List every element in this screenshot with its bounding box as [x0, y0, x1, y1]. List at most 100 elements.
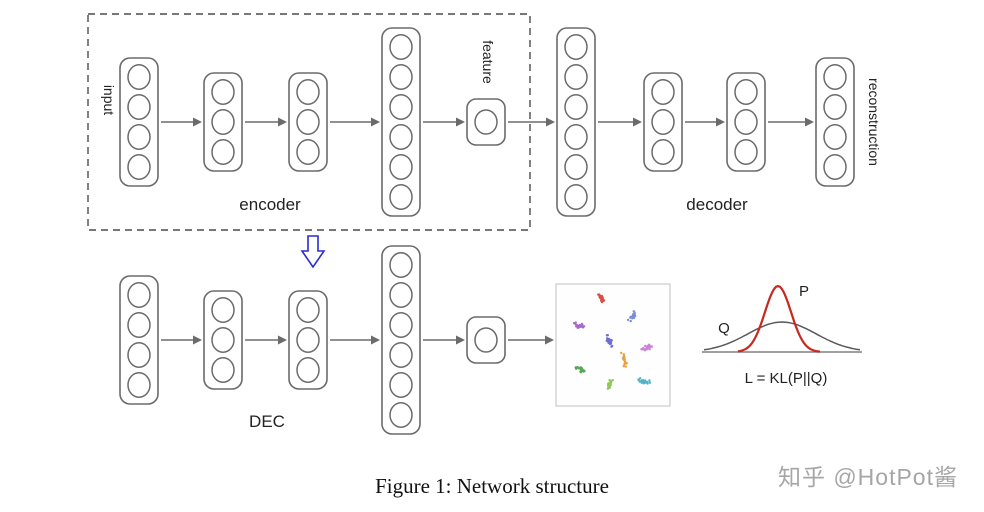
- neuron-node: [651, 79, 675, 105]
- feature-box: [466, 98, 506, 146]
- decoder-layer-3: [726, 72, 766, 172]
- scatter-cluster: [597, 293, 606, 304]
- neuron-node: [823, 154, 847, 180]
- layer-box: [119, 275, 159, 405]
- decoder-layer-1: [556, 27, 596, 217]
- scatter-cluster: [606, 379, 614, 390]
- neuron-node: [211, 109, 235, 135]
- figure-caption: Figure 1: Network structure: [375, 474, 609, 498]
- neuron-node: [211, 79, 235, 105]
- encoder-layer-1: [119, 57, 159, 187]
- flow-arrow: [245, 117, 287, 127]
- neuron-node: [211, 327, 235, 353]
- cluster-plot-box: [555, 283, 671, 407]
- scatter-cluster: [572, 321, 586, 329]
- layer-box: [288, 290, 328, 390]
- flow-arrow: [423, 117, 465, 127]
- network-diagram: input feature reconstruction encoder decoder…: [87, 13, 882, 435]
- neuron-node: [823, 124, 847, 150]
- dec-label: DEC: [249, 412, 285, 431]
- decoder-layer-2: [643, 72, 683, 172]
- neuron-node: [127, 154, 151, 180]
- layer-box: [119, 57, 159, 187]
- flow-arrow: [508, 117, 555, 127]
- reconstruction-label: reconstruction: [866, 78, 882, 166]
- dec-layer-3: [288, 290, 328, 390]
- neuron-node: [389, 64, 413, 90]
- neuron-node: [296, 357, 320, 383]
- neuron-node: [564, 94, 588, 120]
- flow-arrow: [330, 335, 380, 345]
- flow-arrow: [161, 117, 202, 127]
- layer-box: [556, 27, 596, 217]
- neuron-node: [296, 139, 320, 165]
- input-label: input: [101, 85, 117, 115]
- flow-arrow: [245, 335, 287, 345]
- neuron-node: [211, 297, 235, 323]
- dec-layer-2: [203, 290, 243, 390]
- flow-arrow: [161, 335, 202, 345]
- layer-box: [643, 72, 683, 172]
- neuron-node: [389, 312, 413, 338]
- decoder-layer-4: [815, 57, 855, 187]
- neuron-node: [389, 342, 413, 368]
- encoder-label: encoder: [239, 195, 301, 214]
- neuron-node: [296, 297, 320, 323]
- neuron-node: [389, 372, 413, 398]
- layer-box: [203, 72, 243, 172]
- layer-box: [815, 57, 855, 187]
- layer-box: [726, 72, 766, 172]
- neuron-node: [651, 109, 675, 135]
- decoder-label: decoder: [686, 195, 748, 214]
- flow-arrow: [423, 335, 465, 345]
- encoder-layer-4: [381, 27, 421, 217]
- neuron-node: [389, 184, 413, 210]
- neuron-node: [734, 79, 758, 105]
- neuron-node: [127, 124, 151, 150]
- scatter-cluster: [620, 351, 628, 368]
- p-curve-label: P: [799, 283, 809, 300]
- watermark: 知乎 @HotPot酱: [777, 464, 958, 490]
- feature-label: feature: [480, 40, 496, 84]
- layer-box: [203, 290, 243, 390]
- scatter-cluster: [626, 310, 637, 323]
- neuron-node: [211, 139, 235, 165]
- scatter-cluster: [574, 366, 586, 374]
- transfer-down-arrow: [300, 235, 326, 269]
- scatter-cluster: [637, 377, 652, 385]
- neuron-node: [389, 154, 413, 180]
- layer-box: [381, 245, 421, 435]
- flow-arrow: [598, 117, 642, 127]
- scatter-cluster: [640, 343, 654, 352]
- q-distribution-curve: [703, 321, 861, 351]
- neuron-node: [127, 342, 151, 368]
- neuron-node: [389, 124, 413, 150]
- flow-arrow: [508, 335, 554, 345]
- flow-arrow: [685, 117, 725, 127]
- neuron-node: [296, 109, 320, 135]
- layer-box: [288, 72, 328, 172]
- neuron-node: [823, 64, 847, 90]
- neuron-node: [389, 402, 413, 428]
- neuron-node: [127, 94, 151, 120]
- kl-loss-label: L = KL(P||Q): [745, 370, 828, 387]
- dec-layer-4: [381, 245, 421, 435]
- neuron-node: [734, 109, 758, 135]
- neuron-node: [127, 312, 151, 338]
- neuron-node: [389, 34, 413, 60]
- neuron-node: [564, 124, 588, 150]
- encoder-dashed-box: [87, 13, 531, 231]
- neuron-node: [564, 154, 588, 180]
- neuron-node: [651, 139, 675, 165]
- layer-box: [381, 27, 421, 217]
- neuron-node: [474, 327, 498, 353]
- dec-feature-node: [466, 316, 506, 364]
- encoder-layer-2: [203, 72, 243, 172]
- neuron-node: [389, 94, 413, 120]
- neuron-node: [823, 94, 847, 120]
- neuron-node: [734, 139, 758, 165]
- feature-node: [466, 98, 506, 146]
- neuron-node: [127, 282, 151, 308]
- flow-arrow: [768, 117, 814, 127]
